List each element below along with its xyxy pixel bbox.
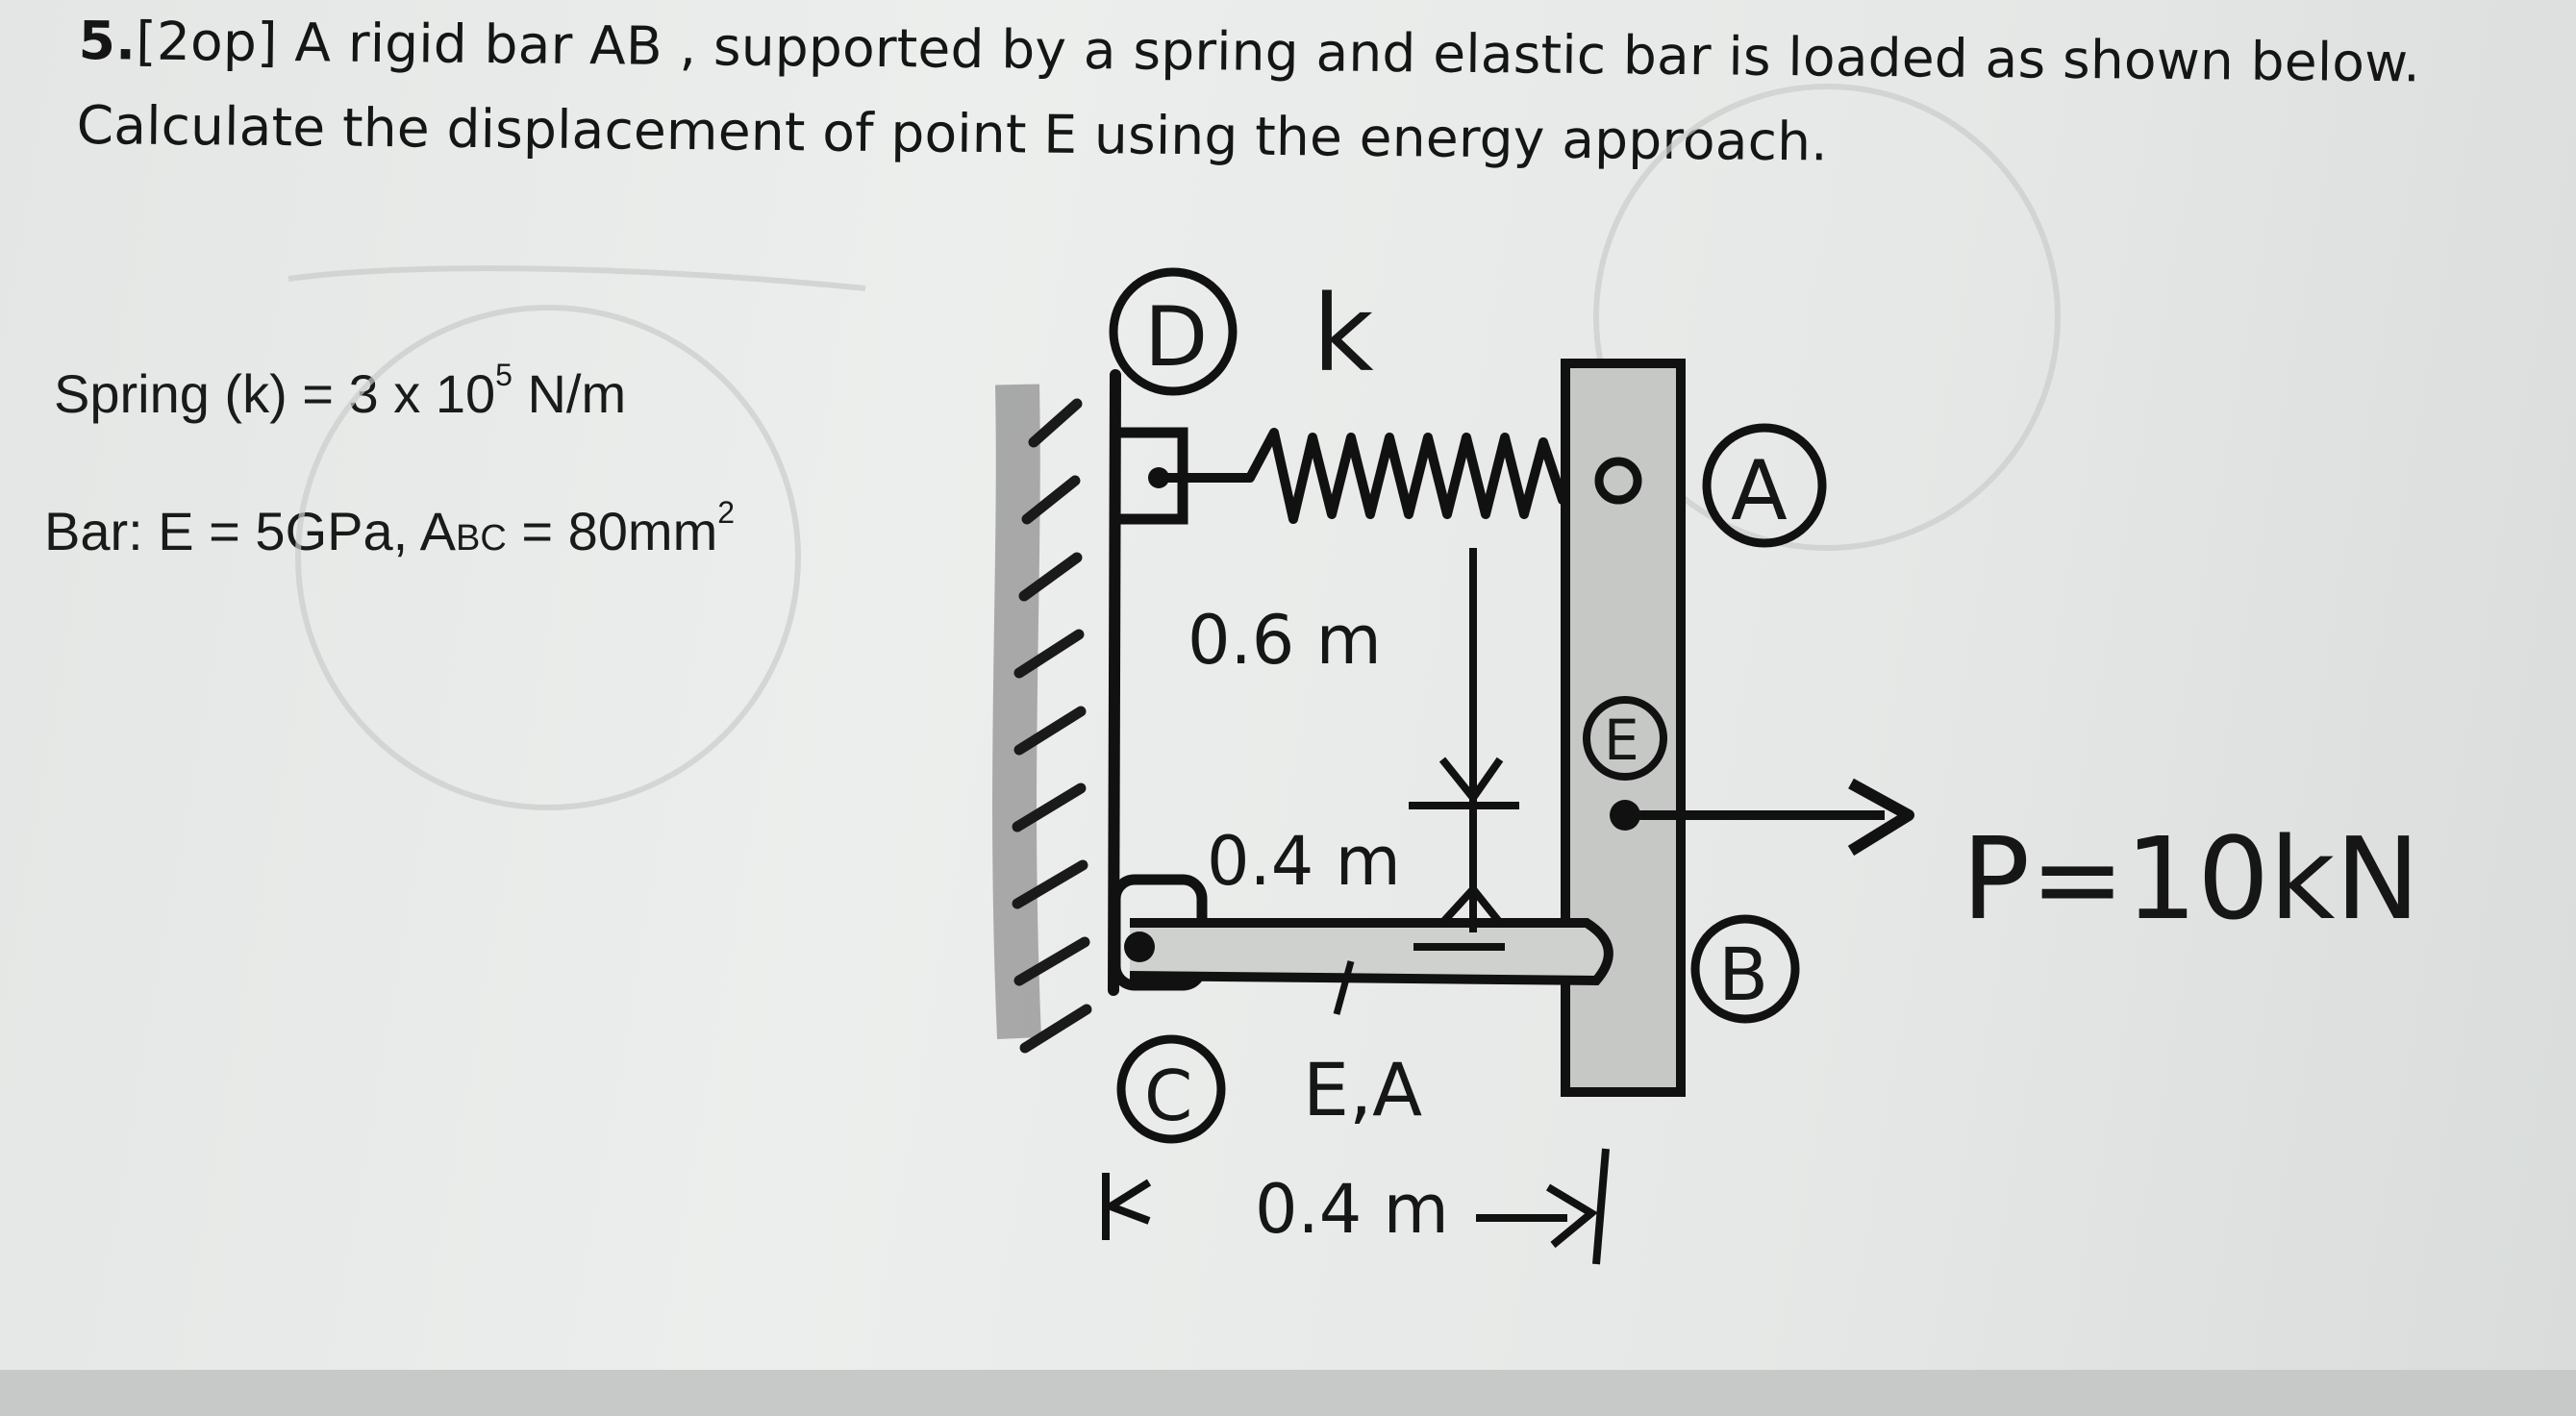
spring-constant-given: Spring (k) = 3 x 105 N/m bbox=[54, 358, 626, 425]
spring-label: Spring (k) = 3 x 10 bbox=[54, 363, 496, 424]
dim-0-4-vertical: 0.4 m bbox=[1207, 822, 1401, 901]
page-edge bbox=[0, 1370, 2576, 1416]
spring-exponent: 5 bbox=[495, 358, 513, 392]
dimension-lines bbox=[1102, 548, 1610, 1265]
label-e-marker: E bbox=[1583, 696, 1667, 781]
label-b-marker: B bbox=[1690, 914, 1800, 1024]
label-d: D bbox=[1144, 289, 1208, 385]
label-a: A bbox=[1731, 443, 1788, 539]
bar-label: Bar: E = 5GPa, A bbox=[44, 501, 457, 561]
bar-subscript: BC bbox=[456, 518, 507, 559]
label-c-marker: C bbox=[1116, 1034, 1226, 1144]
elastic-bar-bc bbox=[1110, 874, 1613, 1015]
bar-properties-label: E,A bbox=[1303, 1047, 1422, 1132]
load-arrow bbox=[1630, 778, 1914, 857]
bar-area: = 80mm bbox=[506, 501, 718, 561]
dim-0-6: 0.6 m bbox=[1188, 601, 1382, 680]
load-label: P=10kN bbox=[1962, 812, 2420, 945]
spring-support-block: D k bbox=[1109, 267, 1374, 525]
bar-exponent: 2 bbox=[717, 495, 736, 530]
label-a-marker: A bbox=[1702, 423, 1827, 548]
label-c: C bbox=[1144, 1056, 1192, 1136]
bar-properties-given: Bar: E = 5GPa, ABC = 80mm2 bbox=[44, 495, 735, 562]
spring-unit: N/m bbox=[527, 363, 627, 424]
label-e: E bbox=[1604, 708, 1639, 773]
show-through-marks bbox=[288, 84, 2061, 810]
label-k: k bbox=[1313, 272, 1374, 395]
label-b: B bbox=[1718, 932, 1768, 1017]
dim-0-4-horizontal: 0.4 m bbox=[1255, 1170, 1449, 1249]
spring bbox=[1159, 428, 1601, 524]
wall-support bbox=[992, 369, 1121, 1054]
